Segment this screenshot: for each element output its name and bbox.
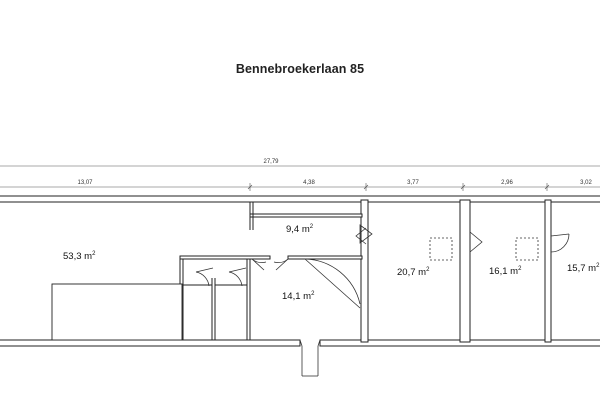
kitchen-counter	[51, 283, 183, 341]
room-area-9-4: 9,4 m2	[286, 224, 314, 235]
dimension-segment-4: 2,96	[501, 180, 513, 186]
dimension-ticks	[247, 183, 550, 191]
dimension-segment-2: 4,38	[303, 180, 315, 186]
party-walls	[360, 199, 552, 343]
room-area-14-1: 14,1 m2	[282, 291, 315, 302]
dashed-fixtures	[429, 237, 539, 261]
doors	[195, 224, 570, 377]
room-area-53-3: 53,3 m2	[63, 251, 96, 262]
dimension-segment-5: 3,02	[580, 180, 592, 186]
dimension-segment-1: 13,07	[77, 180, 93, 186]
room-area-20-7: 20,7 m2	[397, 267, 430, 278]
dimension-total: 27,79	[263, 159, 279, 165]
dimension-lines	[0, 165, 600, 191]
dimension-segment-3: 3,77	[407, 180, 419, 186]
fixture-box-16-1	[515, 237, 539, 261]
room-area-15-7: 15,7 m2	[567, 263, 600, 274]
plan-title: Bennebroekerlaan 85	[235, 62, 365, 76]
interior-partitions	[179, 202, 363, 340]
fixture-box-20-7	[429, 237, 453, 261]
room-area-16-1: 16,1 m2	[489, 266, 522, 277]
